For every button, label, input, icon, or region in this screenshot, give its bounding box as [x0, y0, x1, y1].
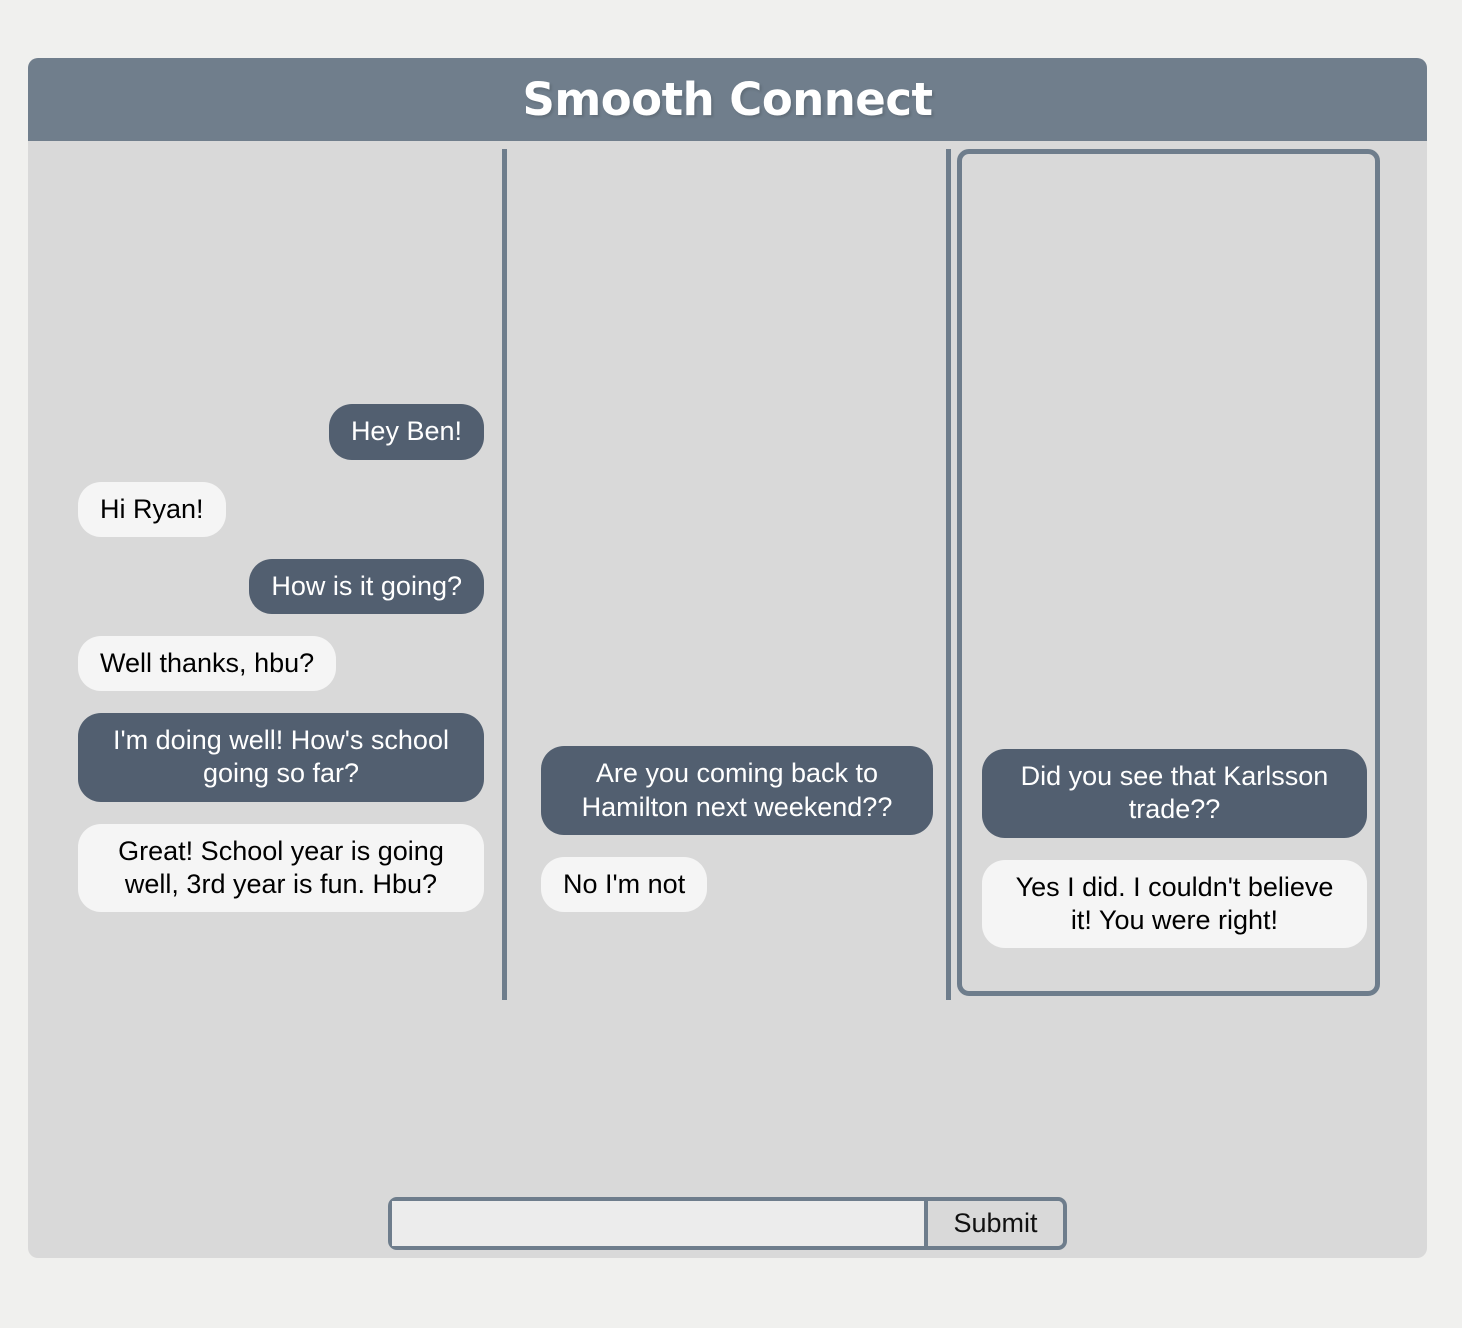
- column-divider-1: [502, 149, 507, 1000]
- message-row: Hi Ryan!: [78, 481, 484, 537]
- message-bubble-sent[interactable]: Did you see that Karlsson trade??: [982, 749, 1367, 838]
- submit-button[interactable]: Submit: [924, 1201, 1063, 1246]
- chat-area: Hey Ben! Hi Ryan! How is it going? Well …: [28, 141, 1427, 1258]
- message-row: Great! School year is going well, 3rd ye…: [78, 823, 484, 912]
- conversation-columns: Hey Ben! Hi Ryan! How is it going? Well …: [28, 141, 1427, 1000]
- message-bubble-sent[interactable]: How is it going?: [249, 558, 484, 614]
- message-row: Did you see that Karlsson trade??: [982, 749, 1367, 838]
- message-row: No I'm not: [541, 856, 933, 912]
- app-window: Smooth Connect Hey Ben! Hi Ryan! How is …: [28, 58, 1427, 1258]
- message-input[interactable]: [392, 1201, 924, 1246]
- message-bubble-received[interactable]: Hi Ryan!: [78, 481, 226, 537]
- conversation-column-1: Hey Ben! Hi Ryan! How is it going? Well …: [28, 141, 502, 1000]
- message-row: Are you coming back to Hamilton next wee…: [541, 746, 933, 835]
- message-row: I'm doing well! How's school going so fa…: [78, 713, 484, 802]
- message-row: Yes I did. I couldn't believe it! You we…: [982, 859, 1367, 948]
- composer: Submit: [28, 1197, 1427, 1250]
- message-bubble-received[interactable]: Yes I did. I couldn't believe it! You we…: [982, 859, 1367, 948]
- column-divider-2: [946, 149, 951, 1000]
- page-title: Smooth Connect: [522, 73, 933, 126]
- message-bubble-received[interactable]: Well thanks, hbu?: [78, 635, 337, 692]
- message-bubble-sent[interactable]: I'm doing well! How's school going so fa…: [78, 713, 484, 802]
- message-bubble-sent[interactable]: Hey Ben!: [328, 404, 484, 460]
- message-bubble-sent[interactable]: Are you coming back to Hamilton next wee…: [541, 746, 933, 835]
- message-row: How is it going?: [78, 558, 484, 614]
- conversation-column-3: Did you see that Karlsson trade?? Yes I …: [946, 141, 1427, 1000]
- message-bubble-received[interactable]: Great! School year is going well, 3rd ye…: [78, 823, 484, 912]
- conversation-3-frame: [957, 149, 1380, 996]
- message-bubble-received[interactable]: No I'm not: [541, 856, 708, 912]
- message-row: Well thanks, hbu?: [78, 635, 484, 692]
- composer-bar: Submit: [388, 1197, 1067, 1250]
- conversation-column-2: Are you coming back to Hamilton next wee…: [502, 141, 946, 1000]
- app-header: Smooth Connect: [28, 58, 1427, 141]
- message-row: Hey Ben!: [78, 404, 484, 460]
